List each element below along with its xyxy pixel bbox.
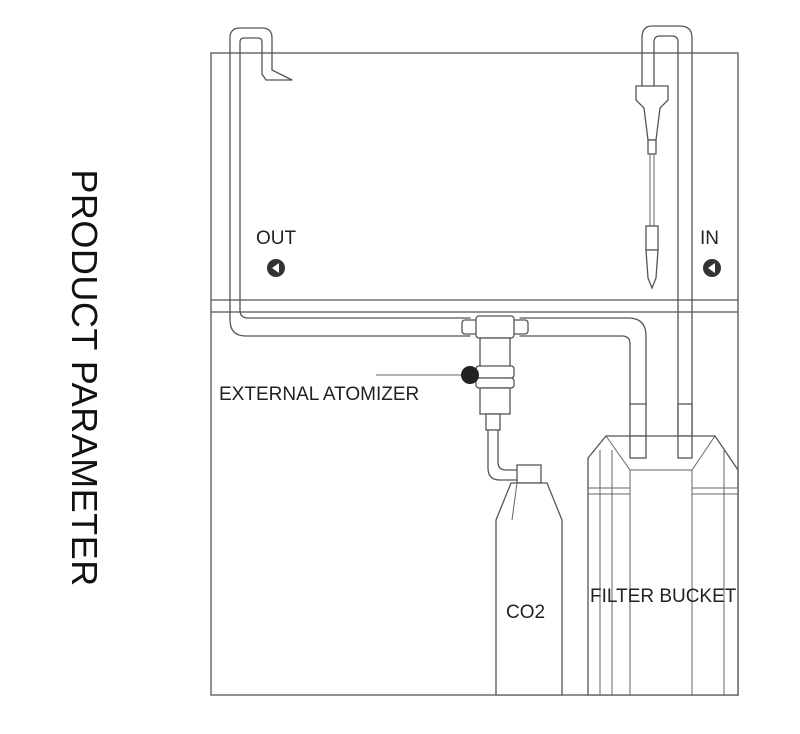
in-marker-icon [703,259,721,277]
co2-label: CO2 [506,602,546,623]
in-label: IN [700,228,719,249]
atomizer-pointer [376,366,479,384]
external-atomizer [461,315,529,431]
out-label: OUT [256,228,297,249]
external-atomizer-label: EXTERNAL ATOMIZER [219,384,420,405]
co2-cylinder [495,464,563,696]
return-pipe [519,317,647,451]
aquarium-tank [210,52,739,696]
out-marker-icon [267,259,285,277]
intake-pipe [635,25,693,451]
filter-bucket-label: FILTER BUCKET [590,586,737,607]
outlet-pipe [229,27,471,337]
co2-hose [487,429,519,481]
strainer-head [635,85,669,141]
filter-bucket [587,435,739,696]
strainer-tip [645,249,659,290]
